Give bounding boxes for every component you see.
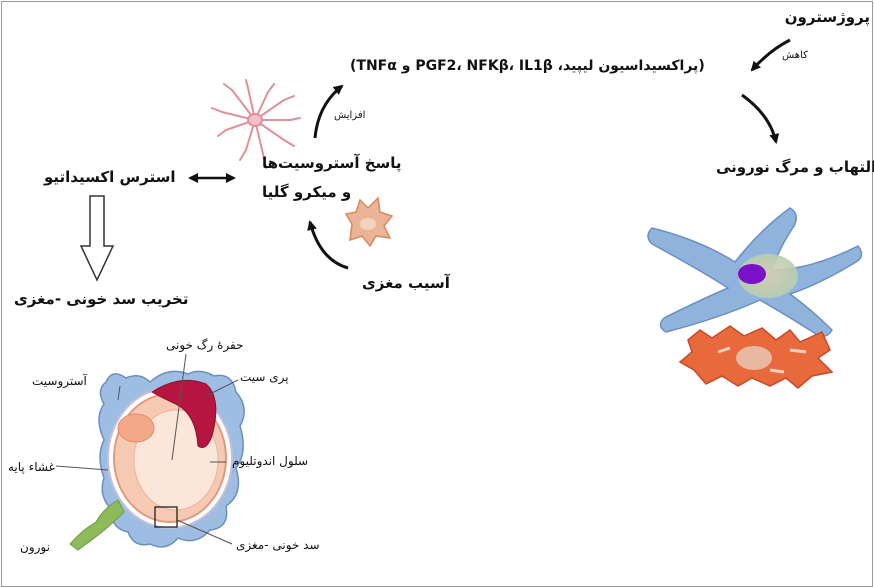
neuron-label: نورون (20, 540, 50, 554)
bbb-label: سد خونی -مغزی (236, 538, 320, 552)
microglia-icon (346, 198, 392, 246)
large-astrocyte (648, 208, 862, 336)
increase-label: افزایش (334, 110, 365, 121)
brain-injury-label: آسیب مغزی (362, 274, 450, 292)
hollow-down-arrow (81, 196, 113, 280)
vessel-lumen-label: حفرهٔ رگ خونی (166, 338, 244, 352)
astrocyte-label: آستروسیت (32, 374, 87, 388)
pericyte-label: پری سیت (240, 370, 289, 384)
inflammation-label: التهاب و مرگ نورونی (716, 158, 874, 176)
oxidative-stress-label: استرس اکسیداتیو (44, 168, 175, 186)
inflammation-arrow (742, 95, 776, 142)
progesterone-label: پروژسترون (785, 8, 870, 26)
bbb-damage-label: تخریب سد خونی -مغزی (14, 290, 188, 308)
injury-arrow (310, 222, 348, 268)
decrease-label: کاهش (782, 50, 808, 61)
astro-response-label-2: و میکرو گلیا (262, 183, 351, 201)
endothelial-label: سلول اندوتلیوم (232, 454, 308, 468)
mediators-label: (پراکسیداسیون لیپید، PGF2، NFKβ، IL1β و … (350, 58, 705, 74)
astro-response-label-1: پاسخ آستروسیت‌ها (262, 154, 402, 172)
basement-membrane-label: غشاء پایه (8, 460, 55, 474)
large-microglia (680, 326, 832, 388)
